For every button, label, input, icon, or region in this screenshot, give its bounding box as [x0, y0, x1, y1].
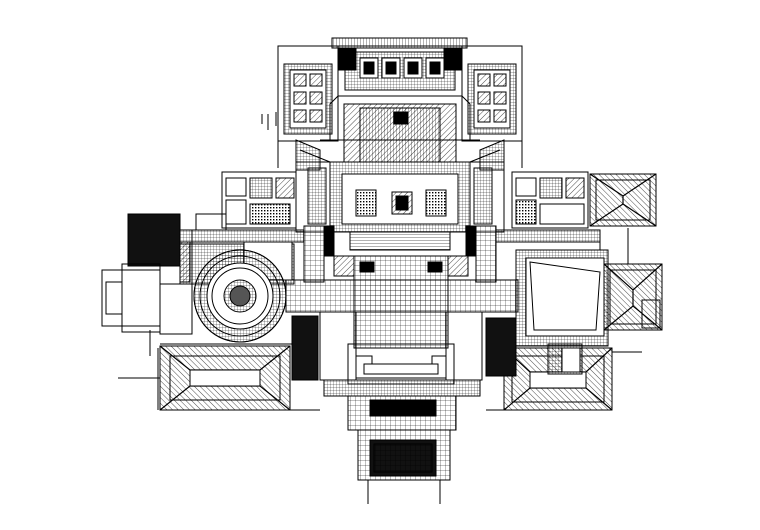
rotunda	[193, 249, 287, 343]
perimeter-lines	[157, 112, 629, 411]
central-courtyard	[333, 255, 469, 349]
main-lobby	[295, 161, 505, 251]
north-block	[277, 37, 523, 168]
east-rooms	[495, 171, 601, 243]
south-hall	[319, 311, 483, 504]
far-east-roof	[603, 263, 663, 331]
southeast-pavilion	[485, 317, 642, 411]
west-rooms	[179, 171, 305, 243]
central-hall	[295, 95, 505, 171]
southwest-pavilion	[159, 315, 319, 411]
far-west-wing	[101, 263, 294, 379]
northeast-roof	[589, 173, 657, 227]
east-courtyard	[515, 249, 609, 347]
